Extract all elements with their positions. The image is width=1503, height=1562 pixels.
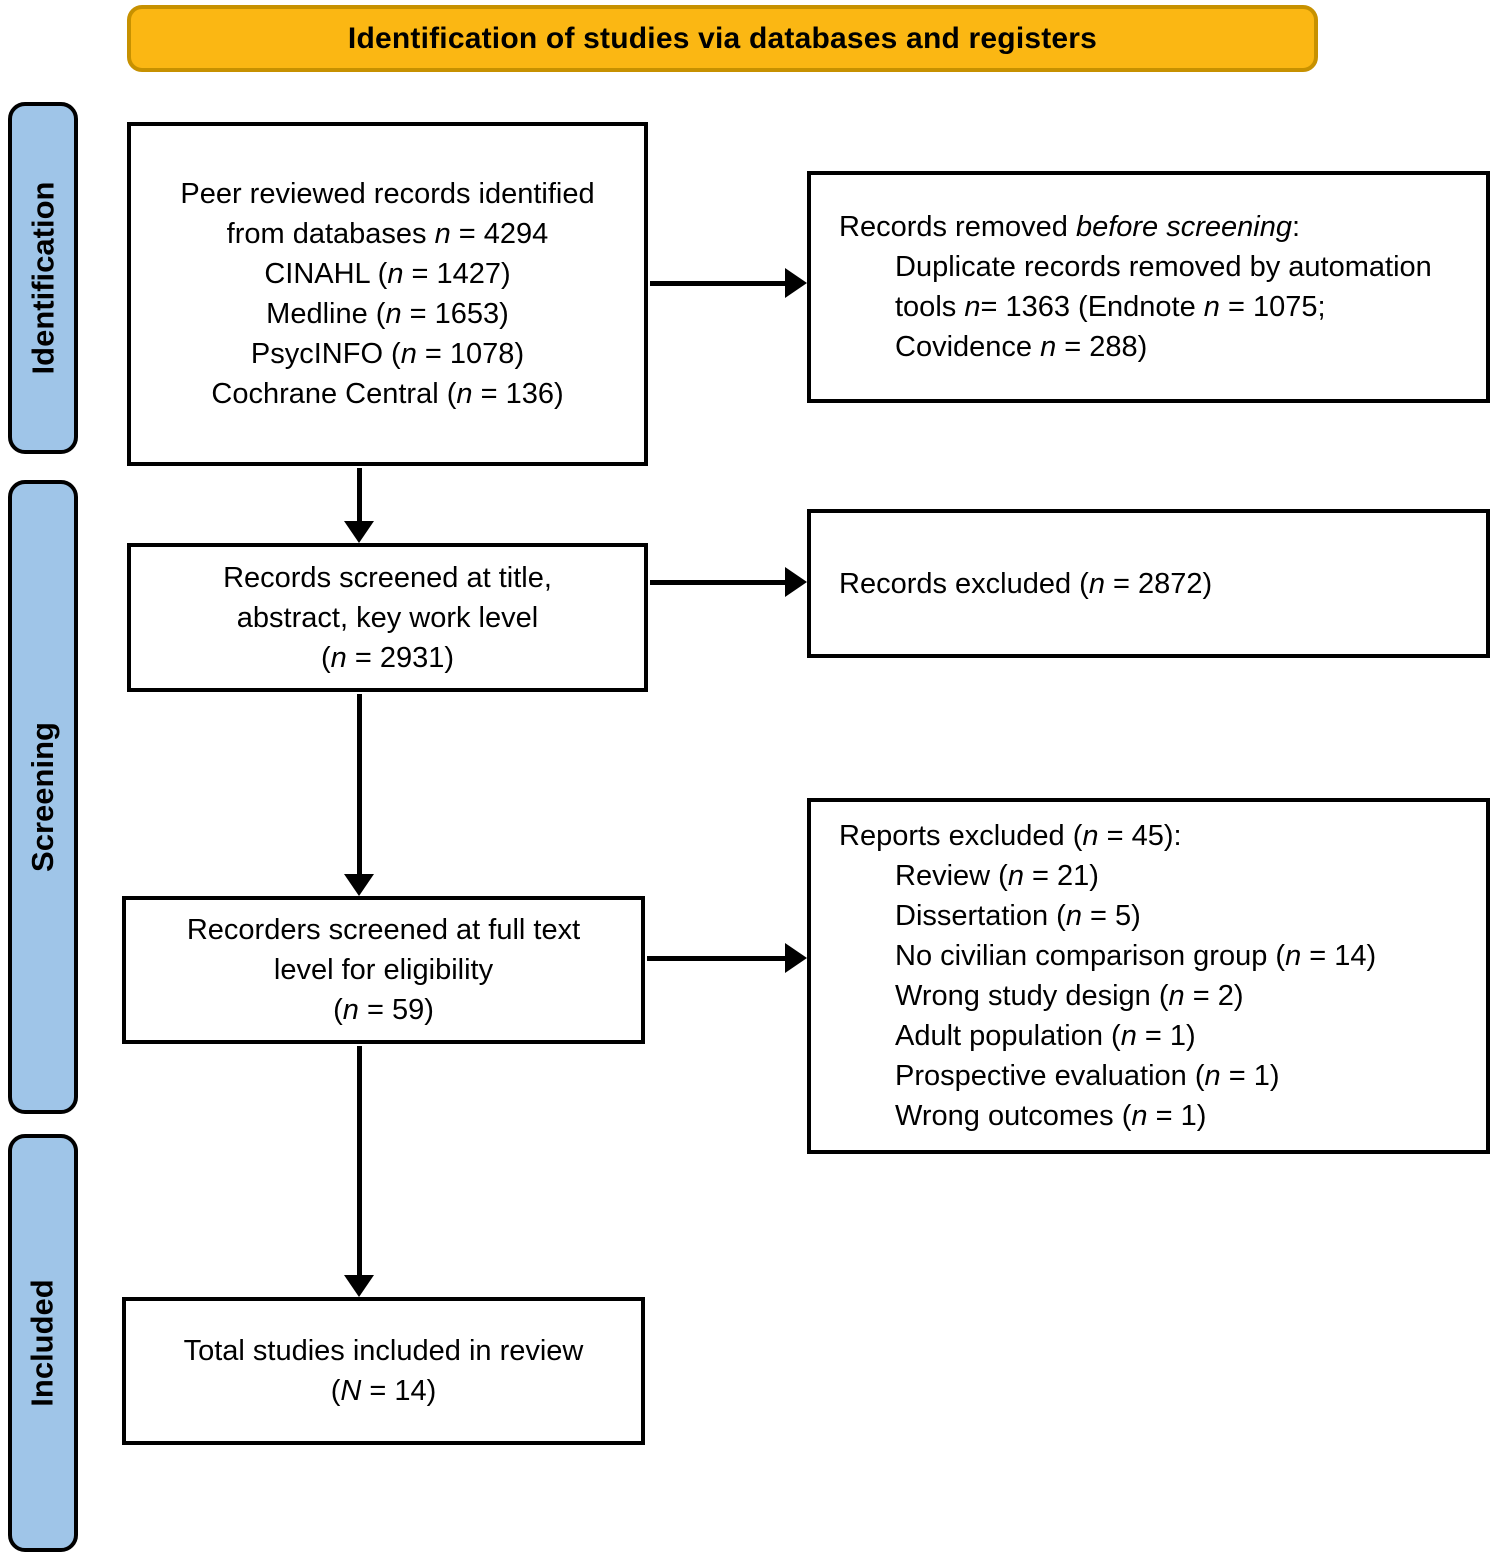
arrow-head-icon <box>344 1275 374 1297</box>
stage-bar-identification: Identification <box>8 102 78 454</box>
stage-bar-included: Included <box>8 1134 78 1552</box>
stage-bar-screening: Screening <box>8 480 78 1114</box>
arrow-head-icon <box>785 268 807 298</box>
arrow-stem <box>357 694 362 876</box>
banner-title: Identification of studies via databases … <box>347 21 1098 55</box>
box-records-removed-text: Records removed before screening:Duplica… <box>839 211 1432 363</box>
stage-label-identification: Identification <box>25 181 61 375</box>
stage-label-screening: Screening <box>25 722 61 872</box>
banner: Identification of studies via databases … <box>127 5 1318 72</box>
box-records-removed-before-screening: Records removed before screening:Duplica… <box>807 171 1490 403</box>
stage-label-included: Included <box>25 1279 61 1407</box>
box-records-screened-text: Records screened at title,abstract, key … <box>223 561 552 674</box>
arrow-stem <box>650 281 787 286</box>
arrow-stem <box>650 580 787 585</box>
box-records-screened: Records screened at title,abstract, key … <box>127 543 648 692</box>
arrow-stem <box>357 1046 362 1277</box>
arrow-stem <box>357 468 362 523</box>
arrow-stem <box>647 956 787 961</box>
arrow-head-icon <box>785 943 807 973</box>
arrow-head-icon <box>785 567 807 597</box>
box-reports-excluded: Reports excluded (n = 45):Review (n = 21… <box>807 798 1490 1154</box>
box-total-included: Total studies included in review(N = 14) <box>122 1297 645 1445</box>
arrow-head-icon <box>344 521 374 543</box>
box-reports-excluded-text: Reports excluded (n = 45):Review (n = 21… <box>839 820 1377 1132</box>
arrow-head-icon <box>344 874 374 896</box>
box-total-included-text: Total studies included in review(N = 14) <box>183 1335 584 1407</box>
box-records-excluded-text: Records excluded (n = 2872) <box>839 567 1213 600</box>
box-records-excluded: Records excluded (n = 2872) <box>807 509 1490 658</box>
